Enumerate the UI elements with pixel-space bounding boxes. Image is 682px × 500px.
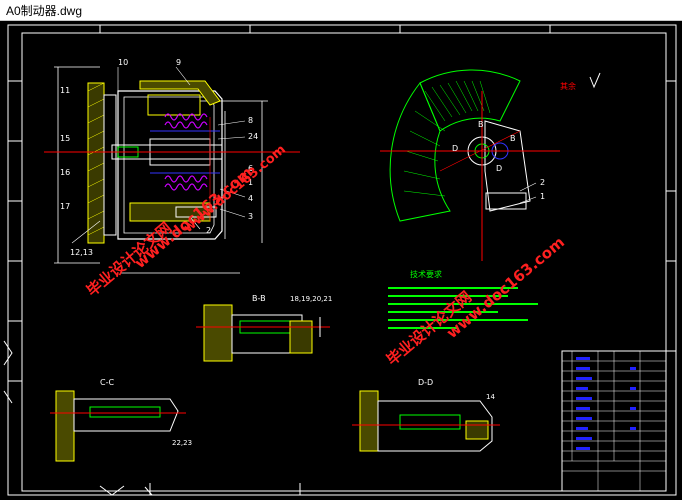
tech-requirements: 技术要求: [388, 269, 538, 329]
section-label: 22,23: [172, 439, 192, 447]
section-bb: B-B 18,19,20,21: [196, 294, 332, 362]
outer-border: [7, 24, 677, 496]
main-label: 12,13: [70, 248, 93, 257]
main-view: 11 10 9 8 15 16 17 12,13 2 3 4 24 6 1: [44, 58, 300, 274]
cad-drawing: 11 10 9 8 15 16 17 12,13 2 3 4 24 6 1: [3, 24, 677, 496]
main-label: 15: [60, 134, 70, 143]
title-block: [561, 350, 667, 492]
main-label: 24: [248, 132, 258, 141]
main-label: 17: [60, 202, 70, 211]
section-cc: C-C 22,23: [50, 378, 192, 462]
tech-title: 技术要求: [410, 269, 442, 279]
main-label: 11: [60, 86, 70, 95]
roughness-icon: [589, 72, 601, 89]
corner-marks: [3, 340, 153, 496]
roughness-label: 其余: [560, 81, 576, 91]
side-label: D: [452, 144, 458, 153]
window-titlebar: A0制动器.dwg: [0, 0, 682, 21]
side-label: 1: [540, 192, 545, 201]
section-label: 18,19,20,21: [290, 295, 332, 303]
side-view: 2 1 D D B B 其余: [380, 69, 601, 261]
main-label: 9: [176, 58, 181, 67]
section-title: D-D: [418, 378, 433, 387]
section-label: 14: [486, 393, 495, 401]
main-label: 16: [60, 168, 70, 177]
window-title: A0制动器.dwg: [6, 4, 83, 18]
side-label: B: [478, 120, 484, 129]
section-dd: D-D 14: [352, 378, 500, 452]
section-title: C-C: [100, 378, 114, 387]
inner-border: [21, 32, 667, 492]
main-label: 6: [248, 164, 253, 173]
side-label: B: [510, 134, 516, 143]
side-label: D: [496, 164, 502, 173]
main-label: 4: [248, 194, 253, 203]
main-label: 3: [248, 212, 253, 221]
main-label: 8: [248, 116, 253, 125]
main-label: 10: [118, 58, 128, 67]
drawing-canvas[interactable]: 11 10 9 8 15 16 17 12,13 2 3 4 24 6 1: [0, 21, 682, 500]
main-label: 1: [248, 178, 253, 187]
watermarks: 毕业设计论文网 www.doc163.com 毕业设计论文网 www.doc16…: [83, 142, 568, 369]
main-label: 2: [206, 226, 211, 235]
section-title: B-B: [252, 294, 266, 303]
side-label: 2: [540, 178, 545, 187]
